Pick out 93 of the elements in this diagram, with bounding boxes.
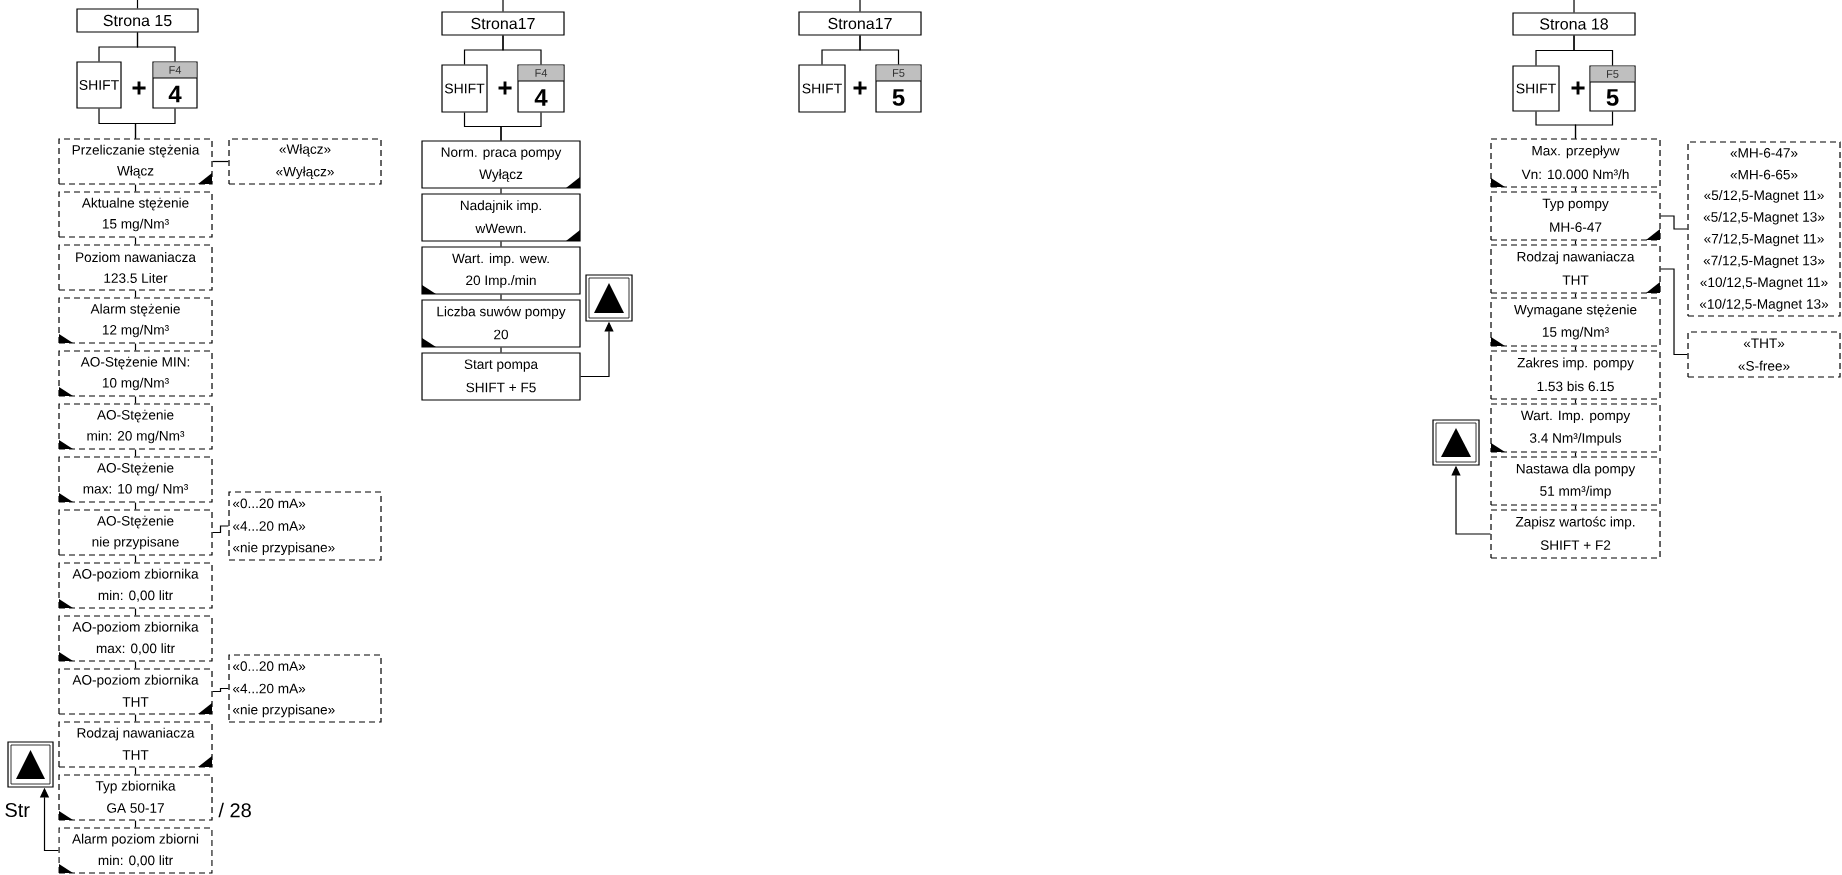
connector — [500, 241, 502, 247]
function-key: F5 5 — [875, 64, 922, 113]
menu-item-box: Start pompa SHIFT + F5 — [421, 352, 581, 401]
menu-item-box: Alarm poziom zbiorni min: 0,00 litr — [58, 827, 213, 874]
menu-item-box: Przeliczanie stężenia Włącz — [58, 138, 213, 185]
menu-item-box: Zakres imp. pompy 1.53 bis 6.15 — [1490, 350, 1661, 400]
connector — [1660, 268, 1688, 356]
menu-item-box: Alarm stężenie 12 mg/Nm³ — [58, 297, 213, 344]
menu-item-box: Typ zbiornika GA 50-17 — [58, 774, 213, 821]
menu-item-box: AO-poziom zbiornika max: 0,00 litr — [58, 615, 213, 662]
shift-key: SHIFT — [798, 64, 846, 113]
connector — [134, 714, 137, 722]
up-arrow-key — [585, 274, 633, 322]
connector — [134, 343, 137, 351]
menu-item-box: AO-Stężenie nie przypisane — [58, 509, 213, 556]
menu-item-box: AO-poziom zbiornika THT — [58, 668, 213, 715]
menu-item-box: AO-poziom zbiornika min: 0,00 litr — [58, 562, 213, 609]
connector — [1574, 505, 1577, 510]
page-footer: / 28 — [218, 802, 251, 818]
menu-item-box: Nastawa dla pompy 51 mm³/imp — [1490, 456, 1661, 506]
connector — [500, 188, 502, 194]
options-box: «Włącz» «Wyłącz» — [228, 138, 382, 185]
options-box: «MH-6-47» «MH-6-65» «5/12,5-Magnet 11» «5/12,5-Magnet 13» «7/12,5-Magnet 11» «7/12,5-Magnet 13» «10/12,5-Magnet 11» «10/12,5-Magnet 13» — [1687, 141, 1841, 317]
connector — [134, 237, 137, 245]
up-arrow-key — [1432, 419, 1480, 466]
menu-item-box: Rodzaj nawaniacza THT — [1490, 244, 1661, 294]
menu-item-box: AO-Stężenie max: 10 mg/ Nm³ — [58, 456, 213, 503]
connector — [1574, 111, 1614, 139]
menu-item-box: Wymagane stężenie 15 mg/Nm³ — [1490, 297, 1661, 347]
menu-item-box: Rodzaj nawaniacza THT — [58, 721, 213, 768]
menu-item-box: Wart. Imp. pompy 3.4 Nm³/Impuls — [1490, 403, 1661, 453]
menu-item-box: Wart. imp. wew. 20 Imp./min — [421, 246, 581, 295]
connector — [134, 820, 137, 828]
menu-item-box: Typ pompy MH-6-47 — [1490, 191, 1661, 241]
up-arrow-key — [7, 741, 54, 788]
connector — [500, 294, 502, 300]
connector — [134, 661, 137, 669]
plus-sign: + — [853, 81, 867, 95]
connector — [500, 112, 542, 141]
connector — [134, 608, 137, 616]
connector — [1574, 240, 1577, 245]
page-footer: Str — [5, 802, 30, 818]
menu-item-box: Poziom nawaniacza 123.5 Liter — [58, 244, 213, 291]
options-box: «0...20 mA» «4...20 mA» «nie przypisane» — [228, 491, 382, 561]
connector — [212, 525, 229, 534]
connector — [1574, 187, 1577, 192]
menu-item-box: Norm. praca pompy Wyłącz — [421, 140, 581, 189]
plus-sign: + — [1571, 81, 1585, 95]
connector — [134, 555, 137, 563]
function-key: F4 4 — [517, 64, 565, 113]
menu-item-box: AO-Stężenie min: 20 mg/Nm³ — [58, 403, 213, 450]
connector — [134, 108, 176, 139]
connector — [1574, 346, 1577, 351]
menu-item-box: Max. przepływ Vn: 10.000 Nm³/h — [1490, 138, 1661, 188]
connector — [500, 347, 502, 353]
connector — [859, 0, 861, 12]
function-key: F4 4 — [152, 61, 198, 109]
menu-item-box: Nadajnik imp. wWewn. — [421, 193, 581, 242]
connector — [1573, 35, 1614, 66]
menu-item-box: AO-Stężenie MIN: 10 mg/Nm³ — [58, 350, 213, 397]
shift-key: SHIFT — [76, 61, 122, 109]
connector — [134, 767, 137, 775]
connector — [1574, 452, 1577, 457]
menu-item-box: Zapisz wartośc imp. SHIFT + F2 — [1490, 509, 1661, 559]
options-box: «0...20 mA» «4...20 mA» «nie przypisane» — [228, 654, 382, 723]
connector — [212, 160, 229, 163]
connector — [134, 184, 137, 192]
connector — [502, 0, 504, 12]
connector — [134, 449, 137, 457]
options-box: «THT» «S-free» — [1687, 331, 1841, 378]
plus-sign: + — [498, 81, 512, 95]
connector — [1573, 0, 1575, 13]
shift-key: SHIFT — [441, 64, 488, 113]
page-box: Strona 18 — [1512, 12, 1636, 36]
menu-item-box: Aktualne stężenie 15 mg/Nm³ — [58, 191, 213, 238]
shift-key: SHIFT — [1512, 65, 1560, 112]
connector — [134, 396, 137, 404]
connector — [134, 290, 137, 298]
page-box: Strona 15 — [76, 8, 199, 33]
connector — [136, 32, 176, 62]
page-box: Strona17 — [798, 11, 922, 36]
connector — [859, 35, 900, 65]
connector — [1574, 399, 1577, 404]
connector — [134, 502, 137, 510]
connector — [1574, 293, 1577, 298]
connector — [136, 0, 139, 9]
plus-sign: + — [132, 81, 146, 95]
connector — [212, 687, 229, 693]
function-key: F5 5 — [1589, 65, 1636, 112]
connector — [1660, 215, 1688, 230]
connector — [502, 35, 542, 65]
menu-item-box: Liczba suwów pompy 20 — [421, 299, 581, 348]
page-box: Strona17 — [441, 11, 565, 36]
